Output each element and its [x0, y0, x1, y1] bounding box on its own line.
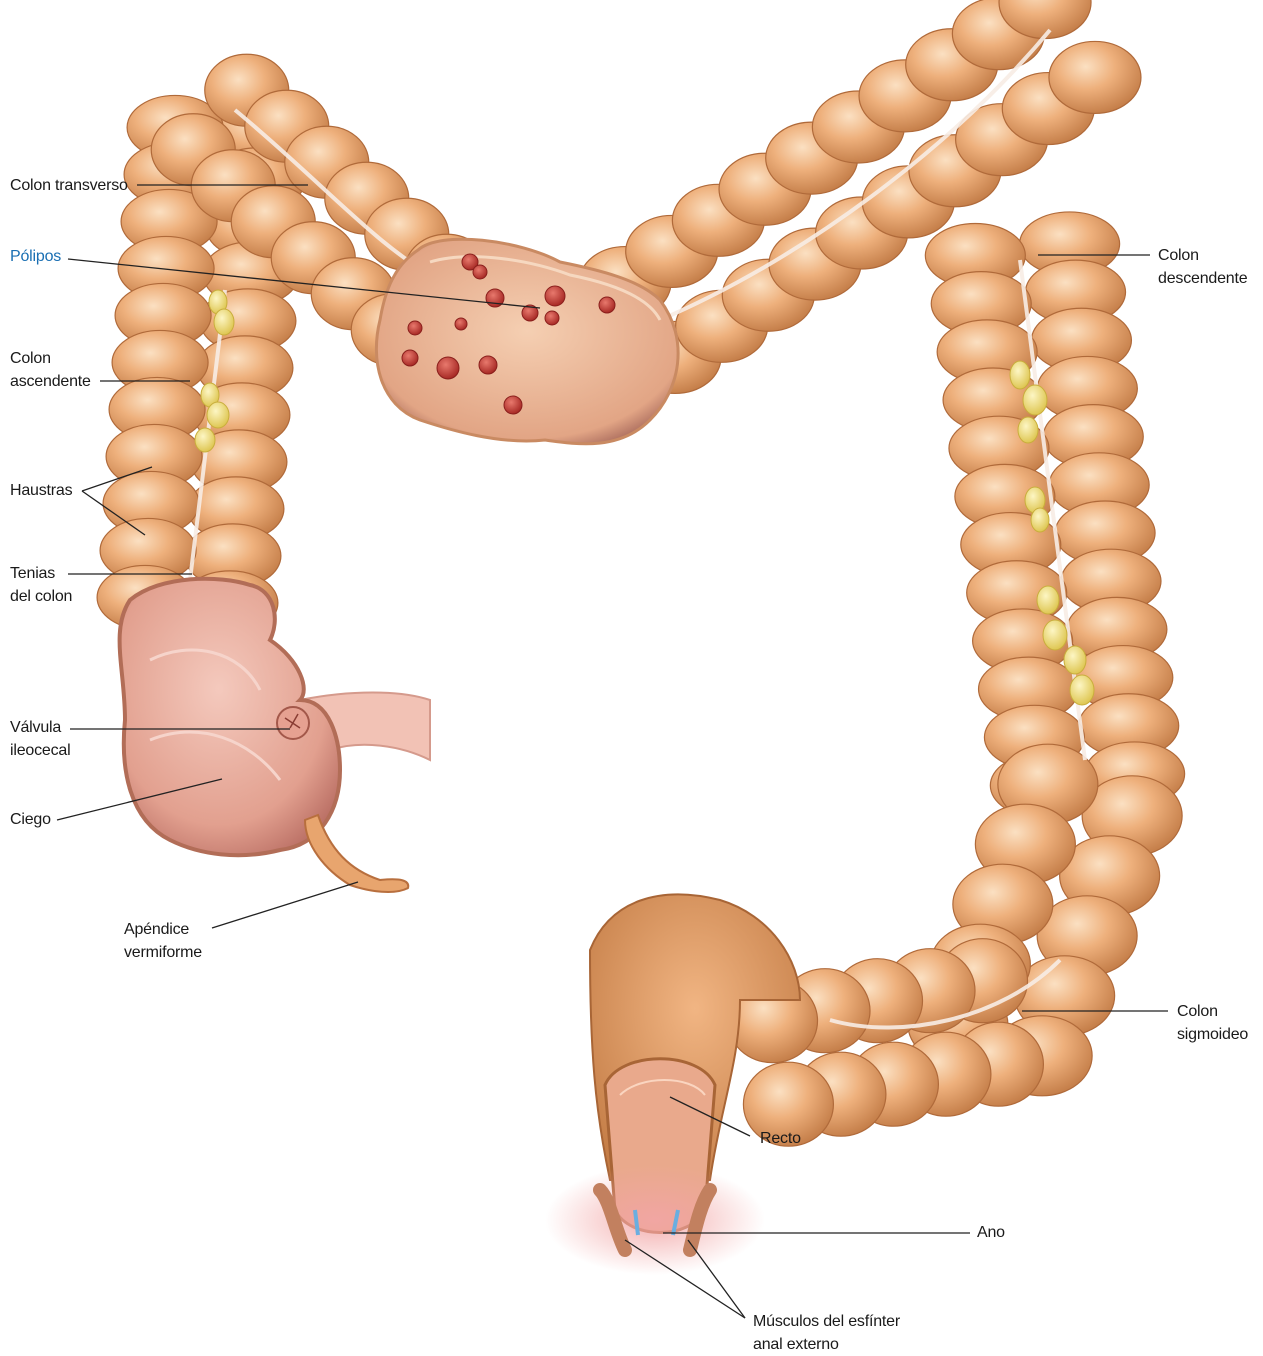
haustra: [1049, 41, 1141, 113]
label-ciego: Ciego: [10, 808, 51, 831]
label-colon-transverso: Colon transverso: [10, 174, 128, 197]
label-haustras: Haustras: [10, 479, 72, 502]
sigmoid-colon: [728, 744, 1183, 1146]
cecum-cutaway: [120, 579, 340, 855]
label-colon-ascendente: Colon ascendente: [10, 347, 91, 393]
label-polipos: Pólipos: [10, 245, 61, 268]
anal-pink-glow: [545, 1165, 765, 1275]
appendix: [305, 815, 408, 892]
label-valvula-ileocecal: Válvula ileocecal: [10, 716, 70, 762]
label-colon-sigmoideo: Colon sigmoideo: [1177, 1000, 1248, 1046]
label-ano: Ano: [977, 1221, 1005, 1244]
label-apendice-vermiforme: Apéndice vermiforme: [124, 918, 202, 964]
label-recto: Recto: [760, 1127, 801, 1150]
label-musculos-esfinter: Músculos del esfínter anal externo: [753, 1310, 900, 1356]
label-colon-descendente: Colon descendente: [1158, 244, 1247, 290]
label-tenias-del-colon: Tenias del colon: [10, 562, 72, 608]
